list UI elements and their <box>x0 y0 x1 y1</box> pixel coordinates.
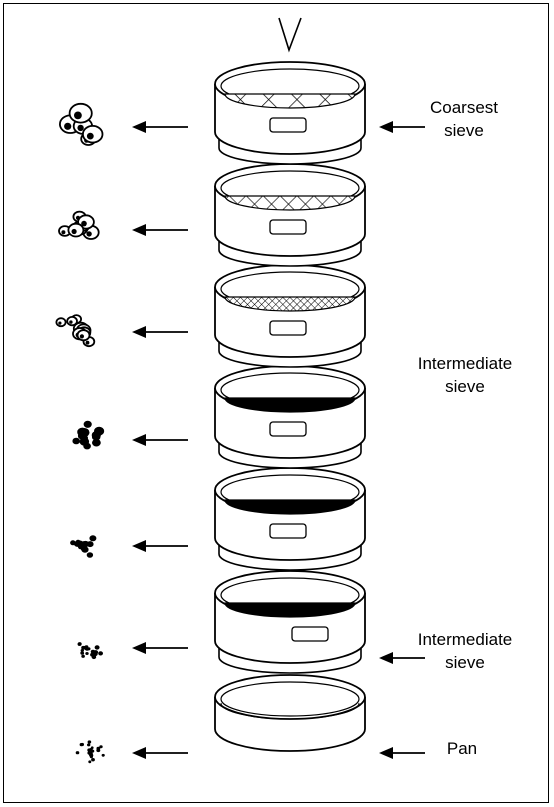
particle-sample-7 <box>76 741 104 763</box>
coarsest-label-line2: sieve <box>414 119 514 142</box>
output-arrow-icon <box>132 434 188 446</box>
sieve-3-label-plate <box>270 321 306 335</box>
particle-sample-6 <box>78 643 103 659</box>
particle <box>84 443 91 449</box>
particle <box>92 758 95 761</box>
pour-indicator-icon <box>279 18 301 50</box>
particle <box>91 653 94 656</box>
label-pointer-arrow-icon <box>379 747 425 759</box>
particle <box>78 428 88 436</box>
pan <box>215 675 365 751</box>
intermediate-sieve-label-2: Intermediate sieve <box>400 628 530 674</box>
particle <box>94 651 98 654</box>
particle <box>87 744 90 746</box>
particle <box>84 421 91 427</box>
particle <box>81 546 87 551</box>
particle <box>87 542 93 547</box>
particle <box>97 749 100 752</box>
particle <box>91 750 94 752</box>
particle <box>82 646 85 649</box>
particle-sample-5 <box>71 536 97 558</box>
sieve-6-label-plate <box>292 627 328 641</box>
sieve-3 <box>215 265 365 367</box>
sieve-4-label-plate <box>270 422 306 436</box>
output-arrow-icon <box>132 121 188 133</box>
particle <box>94 427 103 435</box>
intermediate-2-label-line2: sieve <box>400 651 530 674</box>
particle <box>87 648 90 650</box>
particle <box>88 741 91 743</box>
particle <box>89 761 91 763</box>
sieve-2-label-plate <box>270 220 306 234</box>
particle <box>82 655 85 657</box>
particle-sample-1 <box>60 104 103 145</box>
particle <box>99 652 103 655</box>
particle-sample-3 <box>56 315 94 346</box>
particle <box>78 643 81 646</box>
intermediate-1-label-line1: Intermediate <box>400 352 530 375</box>
sieve-1 <box>215 62 365 164</box>
intermediate-sieve-label-1: Intermediate sieve <box>400 352 530 398</box>
particle-sample-2 <box>59 212 99 239</box>
particle <box>90 536 96 541</box>
particle <box>76 752 79 754</box>
particle <box>90 752 92 754</box>
sieve-2 <box>215 164 365 266</box>
particle <box>95 646 99 650</box>
sieve-5 <box>215 468 365 570</box>
sieve-4 <box>215 366 365 468</box>
output-arrow-icon <box>132 326 188 338</box>
particle <box>81 743 84 745</box>
pan-label: Pan <box>432 737 492 760</box>
particle <box>73 438 80 444</box>
particle <box>100 746 103 748</box>
coarsest-label-line1: Coarsest <box>414 96 514 119</box>
particle <box>81 652 84 654</box>
particle <box>91 747 93 749</box>
intermediate-1-label-line2: sieve <box>400 375 530 398</box>
sieve-1-label-plate <box>270 118 306 132</box>
particle <box>102 754 104 756</box>
particle <box>81 649 84 651</box>
coarsest-sieve-label: Coarsest sieve <box>414 96 514 142</box>
output-arrow-icon <box>132 642 188 654</box>
particle <box>88 749 91 752</box>
sieve-6 <box>215 571 365 673</box>
particle <box>87 553 93 558</box>
output-arrow-icon <box>132 540 188 552</box>
particle-sample-4 <box>73 421 104 449</box>
sieve-5-label-plate <box>270 524 306 538</box>
particle <box>86 652 89 654</box>
output-arrow-icon <box>132 747 188 759</box>
particle <box>77 541 83 546</box>
output-arrow-icon <box>132 224 188 236</box>
pan-label-text: Pan <box>432 737 492 760</box>
intermediate-2-label-line1: Intermediate <box>400 628 530 651</box>
